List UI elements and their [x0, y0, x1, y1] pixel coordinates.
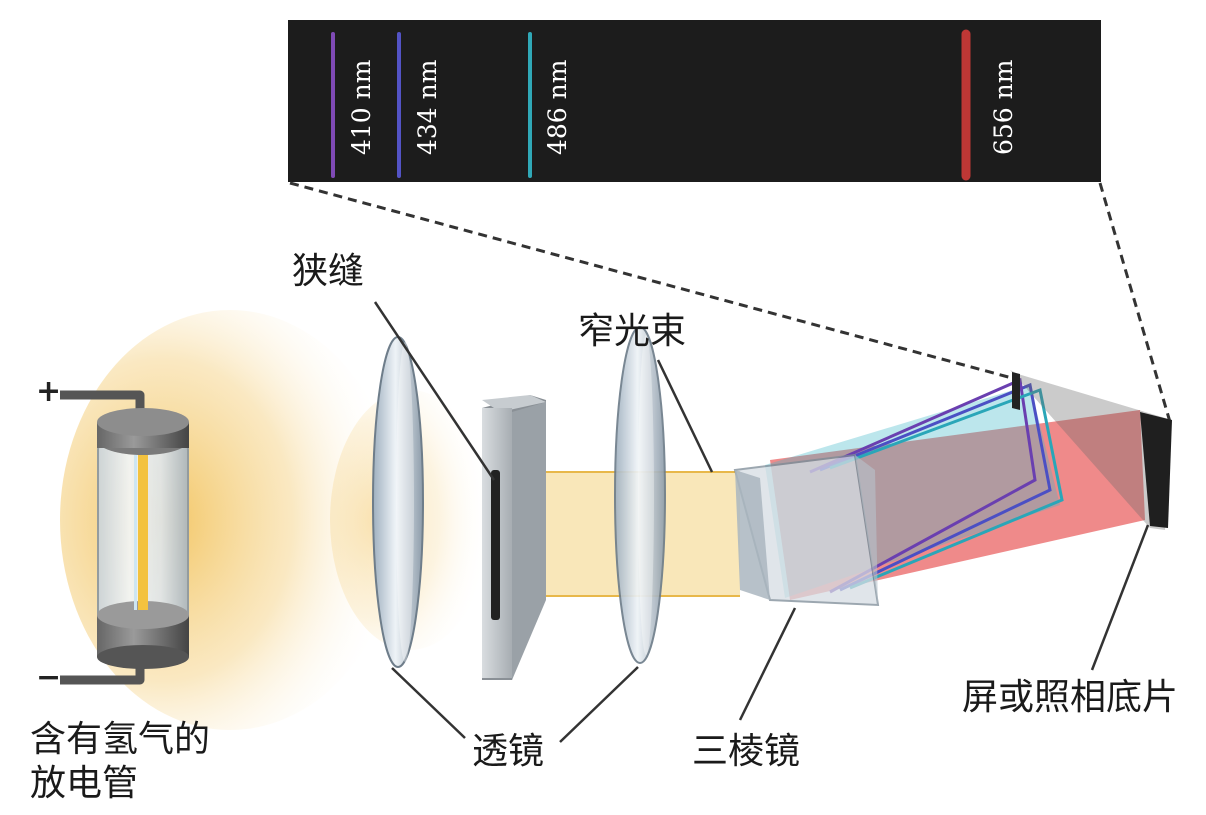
prism-label: 三棱镜	[692, 731, 801, 772]
screen-label: 屏或照相底片	[962, 677, 1179, 718]
lens-right	[614, 326, 666, 664]
prism	[733, 453, 880, 607]
spectral-line-label-0: 410 nm	[347, 59, 376, 155]
minus-terminal-sign: −	[36, 660, 62, 695]
plus-terminal-sign: +	[36, 374, 62, 409]
spectral-line-label-1: 434 nm	[413, 59, 442, 155]
projection-dash-left	[289, 181, 1013, 380]
spectral-line-label-3: 656 nm	[989, 59, 1018, 155]
lens-label: 透镜	[472, 731, 545, 772]
projection-dash-right	[1098, 182, 1172, 423]
spectrum-panel	[288, 20, 1101, 182]
pointer-lines	[373, 301, 1150, 743]
tube-label-line1: 含有氢气的	[30, 719, 211, 760]
discharge-tube	[97, 408, 189, 669]
spectral-line-label-2: 486 nm	[543, 59, 572, 155]
tube-label-line2: 放电管	[30, 763, 139, 804]
slit-plate	[482, 395, 546, 680]
spectral-lines: 410 nm 434 nm 486 nm 656 nm	[331, 29, 1018, 181]
slit-label: 狭缝	[292, 251, 365, 292]
beam-label: 窄光束	[578, 311, 687, 352]
screen	[1010, 370, 1172, 530]
lens-left	[372, 336, 424, 668]
